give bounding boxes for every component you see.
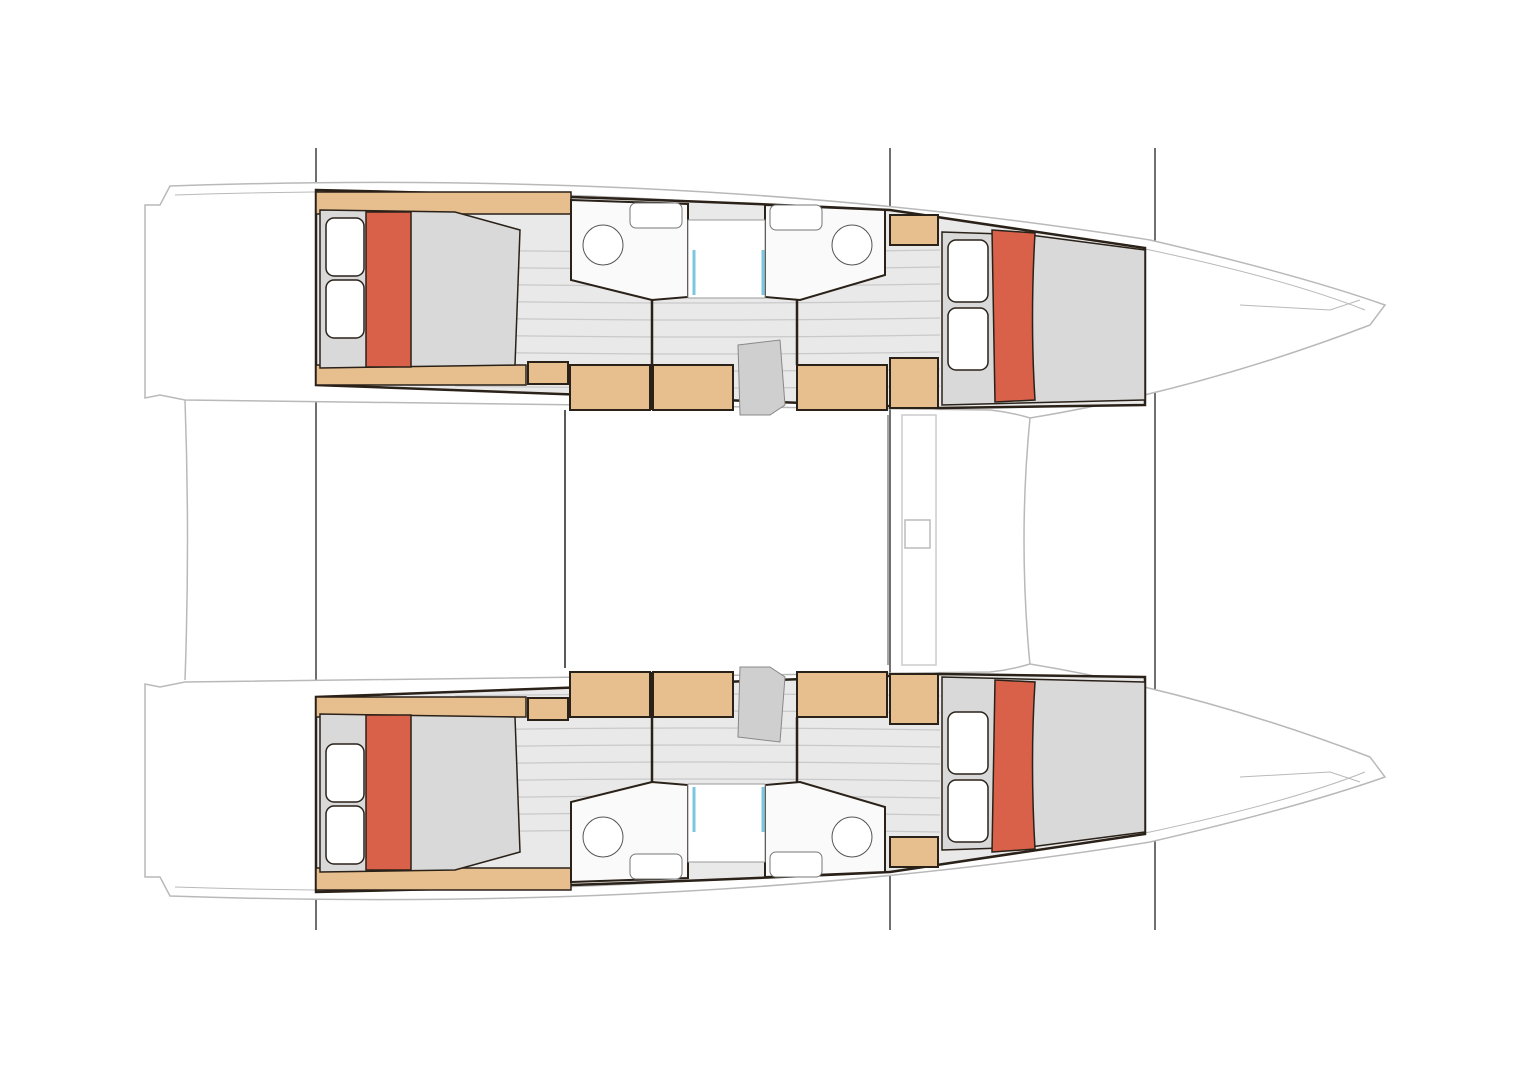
bow-fitting [1239, 299, 1361, 311]
bridgedeck-front-edge [1023, 417, 1031, 666]
floor-plank-line [454, 727, 941, 731]
hull-starboard [144, 663, 1387, 901]
storage-cabinet [889, 357, 939, 409]
pillow [325, 805, 365, 865]
floor-plank-line [454, 761, 941, 765]
floor-plank-line [454, 317, 941, 321]
sink [629, 853, 683, 880]
storage-cabinet [889, 836, 939, 868]
forward-bed-cover [991, 229, 1036, 403]
toilet [831, 224, 873, 266]
pillow [947, 779, 989, 843]
aft-bed-cover [365, 211, 412, 368]
sink [629, 202, 683, 229]
front-deck-locker [901, 414, 937, 666]
floor-plank-line [454, 300, 941, 304]
floor-plank-line [454, 351, 941, 355]
floor-plank-line [454, 744, 941, 748]
aft-bed-cover [365, 714, 412, 871]
shower [687, 219, 766, 299]
storage-cabinet [889, 673, 939, 725]
toilet [831, 816, 873, 858]
storage-cabinet [569, 671, 651, 718]
bridgedeck [184, 399, 1031, 681]
shower [687, 783, 766, 863]
aft-cockpit-edge [184, 399, 189, 681]
hatch [904, 519, 931, 549]
sink [769, 204, 823, 231]
storage-cabinet [652, 671, 734, 718]
floor-plank-line [454, 778, 941, 782]
storage-cabinet [652, 364, 734, 411]
storage-cabinet [796, 364, 888, 411]
forward-bed-cover [991, 679, 1036, 853]
storage-cabinet [527, 697, 569, 721]
toilet [582, 816, 624, 858]
hull-port [144, 181, 1387, 419]
companionway-stairs [737, 339, 786, 416]
pillow [325, 279, 365, 339]
pillow [947, 711, 989, 775]
sink [769, 851, 823, 878]
storage-cabinet [569, 364, 651, 411]
toilet [582, 224, 624, 266]
pillow [947, 307, 989, 371]
storage-cabinet [796, 671, 888, 718]
storage-cabinet [889, 214, 939, 246]
pillow [325, 217, 365, 277]
bow-fitting [1239, 771, 1361, 783]
pillow [947, 239, 989, 303]
companionway-stairs [737, 666, 786, 743]
pillow [325, 743, 365, 803]
floor-plank-line [454, 334, 941, 338]
storage-cabinet [527, 361, 569, 385]
